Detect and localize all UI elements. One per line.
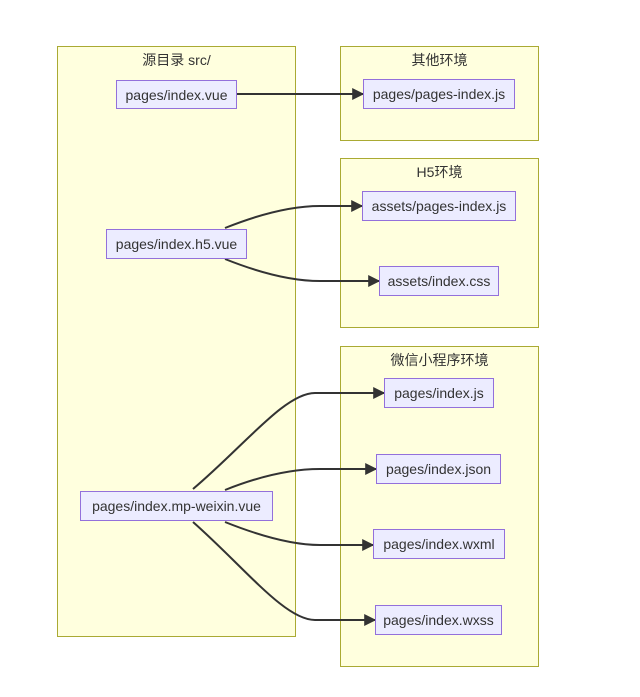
edge-mp-weixin-vue-to-wx-index-wxss	[192, 521, 377, 626]
cluster-h5-env: H5环境	[340, 158, 539, 328]
edge-index-h5-vue-to-assets-pages-index-js	[224, 200, 364, 229]
cluster-h5-env-title: H5环境	[416, 164, 463, 180]
node-index-vue[interactable]: pages/index.vue	[116, 80, 237, 109]
edge-mp-weixin-vue-to-wx-index-js	[192, 387, 386, 490]
cluster-src: 源目录 src/	[57, 46, 296, 637]
cluster-src-title: 源目录 src/	[142, 52, 211, 68]
cluster-weixin-env-title: 微信小程序环境	[390, 352, 489, 368]
node-assets-index-css[interactable]: assets/index.css	[379, 266, 499, 296]
node-index-mp-weixin-vue[interactable]: pages/index.mp-weixin.vue	[80, 491, 273, 521]
edge-index-h5-vue-to-assets-index-css	[224, 258, 381, 287]
edge-mp-weixin-vue-to-wx-index-wxml	[224, 521, 375, 551]
edge-mp-weixin-vue-to-wx-index-json	[224, 463, 378, 491]
node-wx-index-json[interactable]: pages/index.json	[376, 454, 501, 484]
node-wx-index-js[interactable]: pages/index.js	[384, 378, 494, 408]
node-index-h5-vue[interactable]: pages/index.h5.vue	[106, 229, 247, 259]
node-wx-index-wxml[interactable]: pages/index.wxml	[373, 529, 505, 559]
node-assets-pages-index-js[interactable]: assets/pages-index.js	[362, 191, 516, 221]
node-wx-index-wxss[interactable]: pages/index.wxss	[375, 605, 502, 635]
cluster-other-env-title: 其他环境	[411, 52, 468, 68]
node-pages-index-js[interactable]: pages/pages-index.js	[363, 79, 515, 109]
